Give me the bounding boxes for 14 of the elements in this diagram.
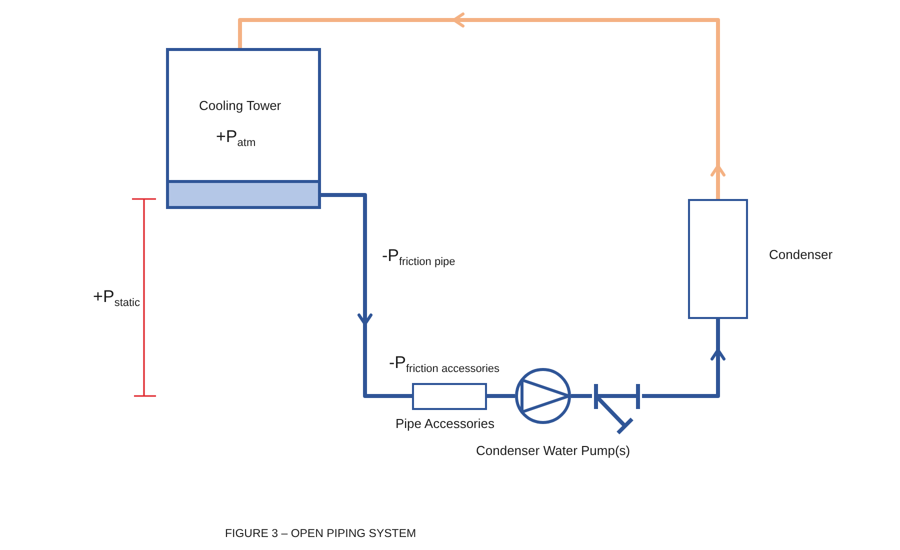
pipe <box>487 394 515 398</box>
node-title: Cooling Tower <box>199 98 282 114</box>
pipe <box>571 394 592 398</box>
component-label: Condenser Water Pump(s) <box>476 443 630 459</box>
pipe-arrow <box>238 12 726 199</box>
pressure-label: -P$_{friction pipe}$ <box>382 246 456 266</box>
pressure-label: +P$_{static}$ <box>93 287 140 307</box>
basin-band <box>169 180 318 206</box>
component-label: Condenser <box>769 247 833 263</box>
pressure-label: +P$_{atm}$ <box>216 127 256 147</box>
component-label: Pipe Accessories <box>396 416 494 432</box>
caption: FIGURE 3 – OPEN PIPING SYSTEM <box>225 527 416 541</box>
pressure-label: -P$_{friction accessories}$ <box>389 353 500 373</box>
tower-box <box>166 48 321 209</box>
